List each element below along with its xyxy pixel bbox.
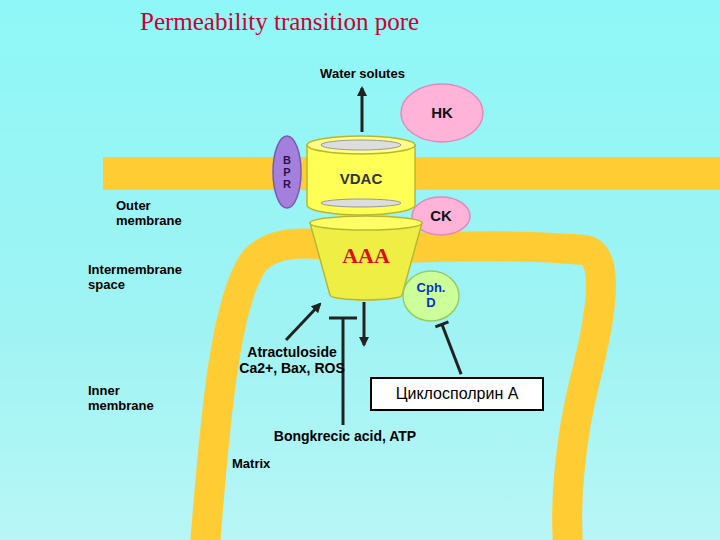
node-text: AAA xyxy=(342,243,390,268)
flow-label: Water solutes xyxy=(300,66,425,81)
membrane-label: Inner membrane xyxy=(88,383,168,413)
node-text: VDAC xyxy=(340,170,383,187)
inhibitor-box: Циклосполрин А xyxy=(370,377,544,411)
inhibitor-label: Bongkrecic acid, ATP xyxy=(250,428,440,444)
efflux-arrow xyxy=(363,302,366,345)
cphd-ellipse: Cph. D xyxy=(402,270,460,322)
node-text: HK xyxy=(431,104,453,121)
bpr-ellipse: BPR xyxy=(272,135,302,209)
inhibition-connector xyxy=(442,324,461,374)
vdac-cylinder: VDAC xyxy=(305,135,417,215)
node-text: Циклосполрин А xyxy=(396,385,519,403)
water-arrow xyxy=(361,88,364,132)
region-label: Intermembrane space xyxy=(88,262,193,292)
node-text: Cph. D xyxy=(411,281,451,311)
diagram-title: Permeability transition pore xyxy=(140,8,419,36)
node-text: CK xyxy=(430,207,452,224)
hk-ellipse: HK xyxy=(400,83,484,143)
node-text: BPR xyxy=(282,154,293,190)
region-label: Matrix xyxy=(232,456,302,471)
membrane-label: Outer membrane xyxy=(116,198,206,228)
inhibitor-bar xyxy=(329,317,357,320)
activator-arrow xyxy=(286,304,320,340)
activator-label: Atractuloside Ca2+, Bax, ROS xyxy=(228,344,356,376)
